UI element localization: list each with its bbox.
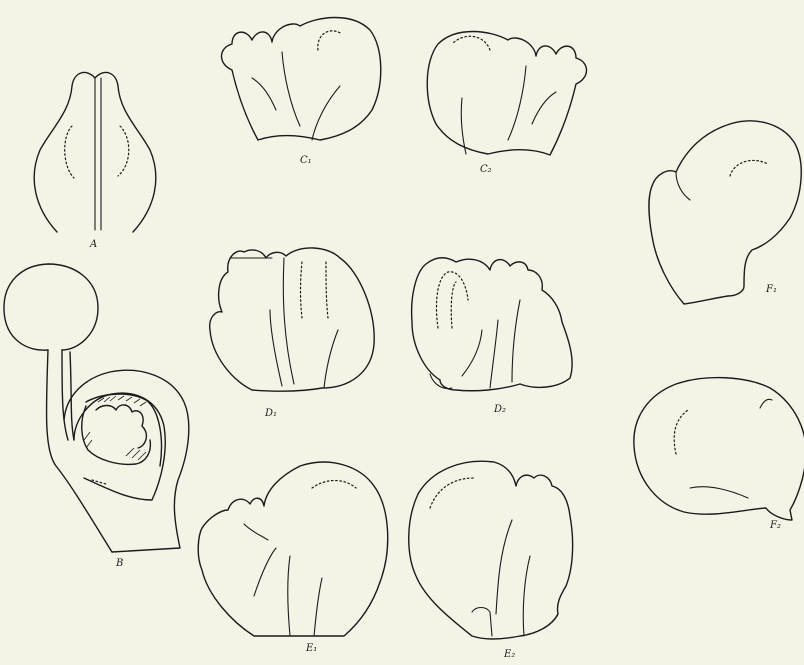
figure-b: B [4, 264, 189, 569]
figure-e2: E₂ [409, 461, 573, 660]
label-f1: F₁ [765, 284, 777, 295]
figure-f1: F₁ [649, 121, 801, 304]
label-d1: D₁ [264, 408, 277, 419]
label-d2: D₂ [493, 404, 506, 415]
figure-a: A [34, 72, 156, 250]
figure-e1: E₁ [198, 462, 388, 654]
figure-d2: D₂ [412, 258, 573, 415]
figure-c2: C₂ [427, 32, 586, 176]
label-c1: C₁ [300, 155, 312, 166]
label-a: A [89, 239, 97, 250]
label-e1: E₁ [305, 643, 317, 654]
label-e2: E₂ [503, 649, 515, 660]
figure-f2: F₂ [634, 378, 804, 531]
figure-c1: C₁ [222, 18, 381, 167]
label-c2: C₂ [480, 164, 492, 175]
label-b: B [115, 558, 123, 569]
figure-d1: D₁ [210, 248, 374, 419]
label-f2: F₂ [769, 520, 781, 531]
